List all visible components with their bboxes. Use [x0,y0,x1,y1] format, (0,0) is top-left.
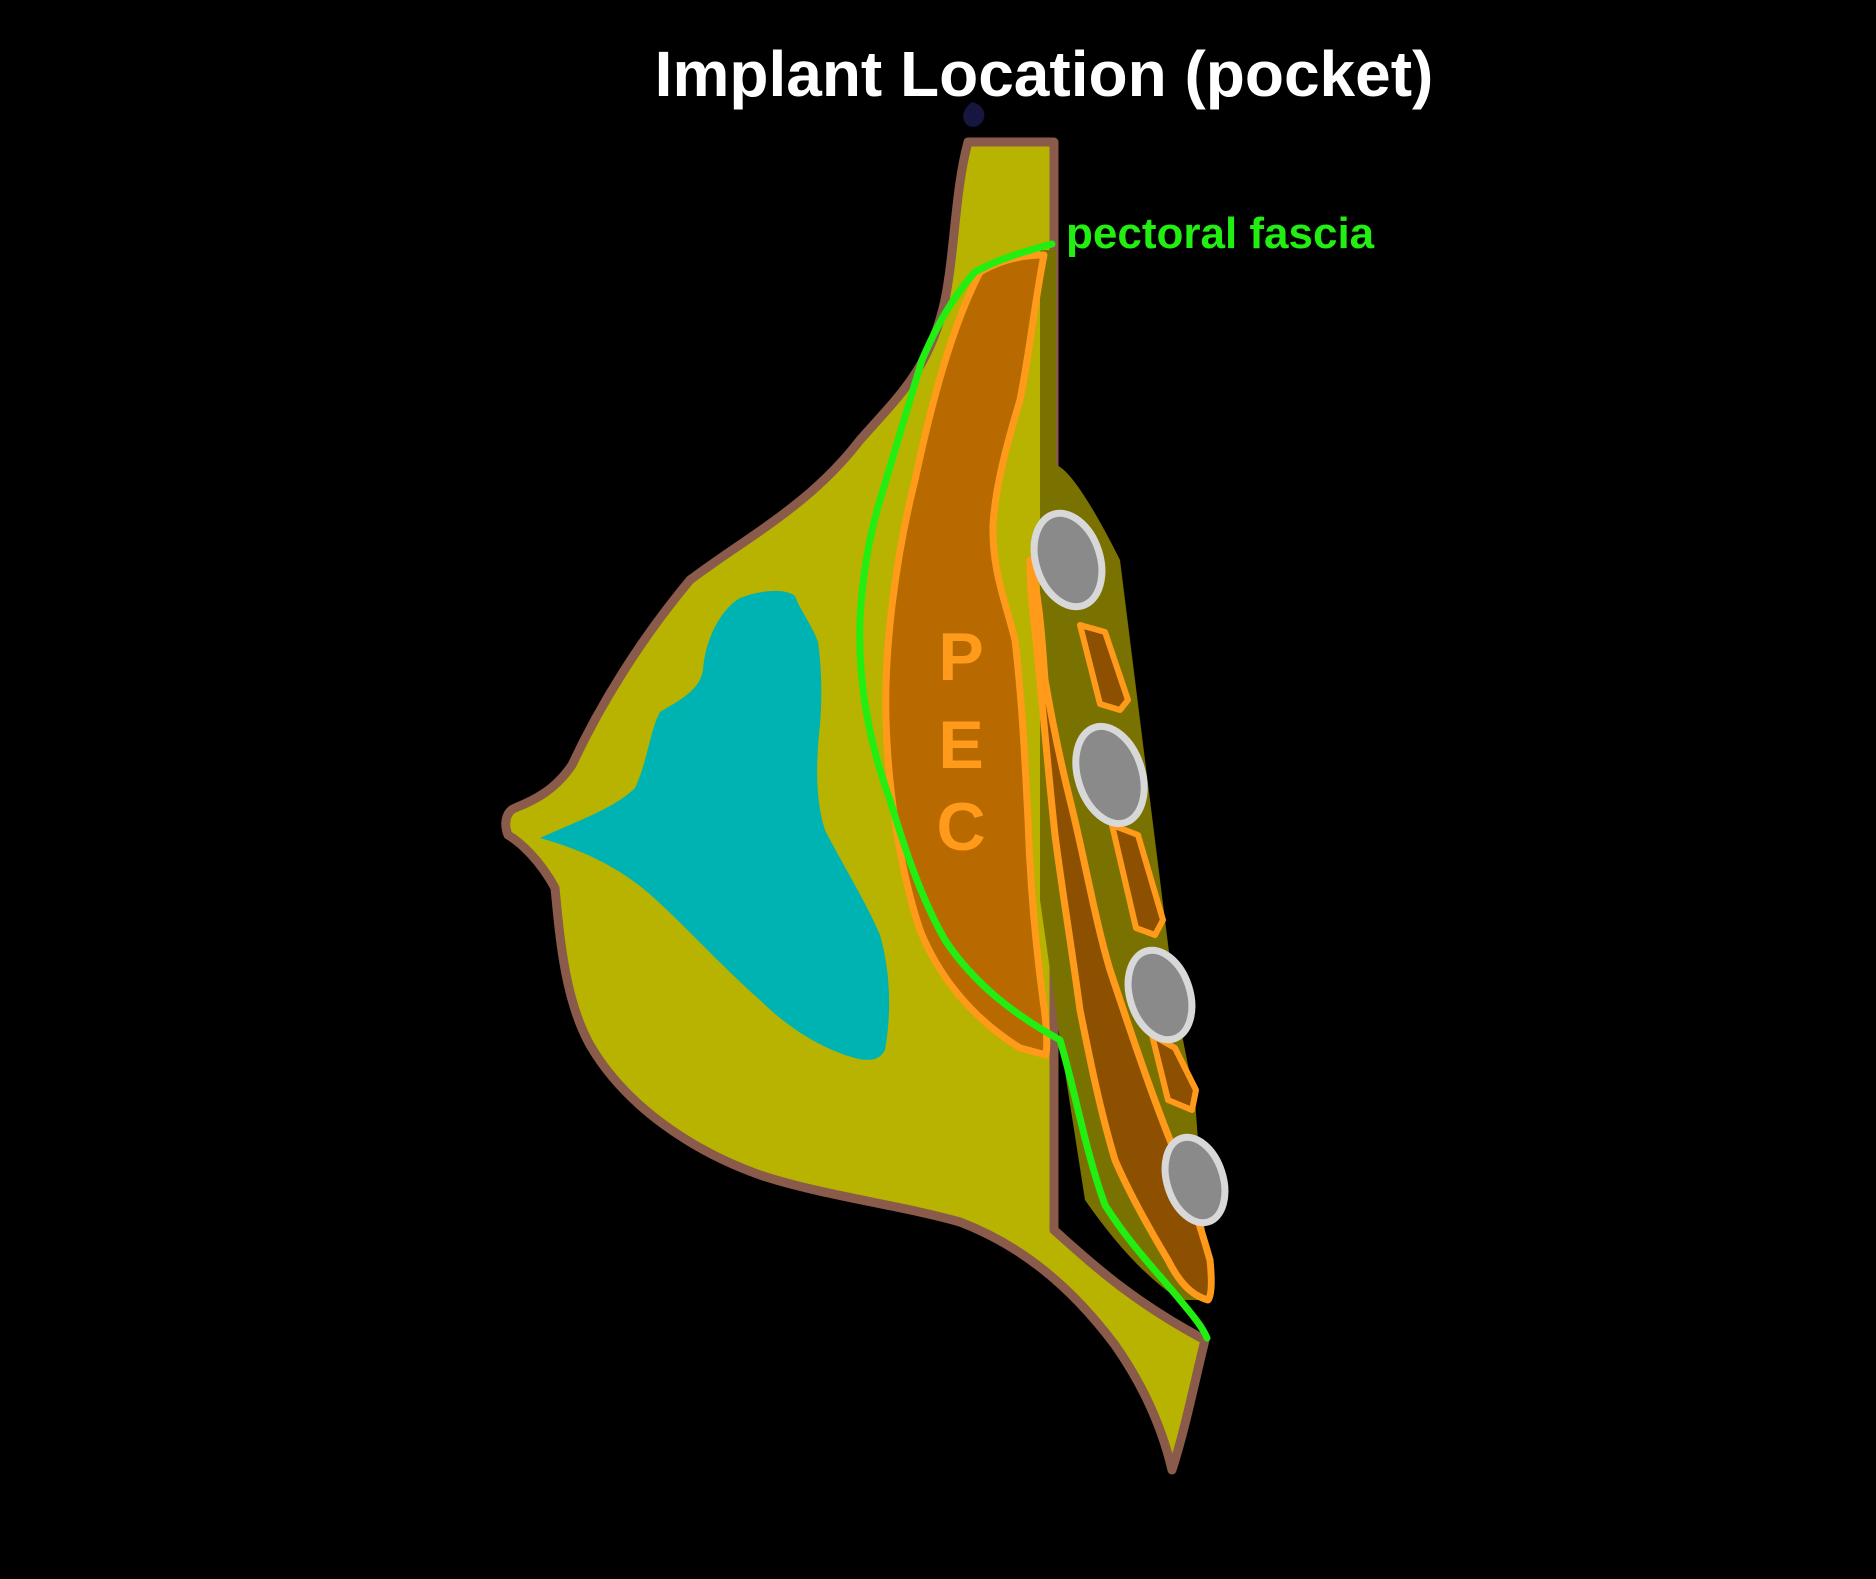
rib-3 [1124,946,1196,1044]
pec-letter-c: C [936,789,985,865]
rib-shape [1072,722,1148,828]
pectoral-fascia-line [856,240,1211,1342]
breast-tissue [501,137,1210,1475]
intercostal-segment [1149,1032,1199,1113]
mammary-gland [540,590,890,1060]
intercostal-segment [1109,822,1166,938]
diagram-title: Implant Location (pocket) [655,38,1434,110]
intercostal-segment [1077,622,1131,713]
intercostal-muscle [1026,556,1215,1304]
pec-letter-e: E [938,707,983,783]
rib-4 [1161,1133,1229,1227]
pec-letter-p: P [938,619,983,695]
rib-shape [1124,946,1196,1044]
pectoral-muscle [882,251,1051,1059]
rib-1 [1030,509,1106,611]
rib-2 [1072,722,1148,828]
rib-shape [1161,1133,1229,1227]
pectoral-fascia-label: pectoral fascia [1066,209,1375,258]
rib-shape [1030,509,1106,611]
top-marker [963,102,985,127]
